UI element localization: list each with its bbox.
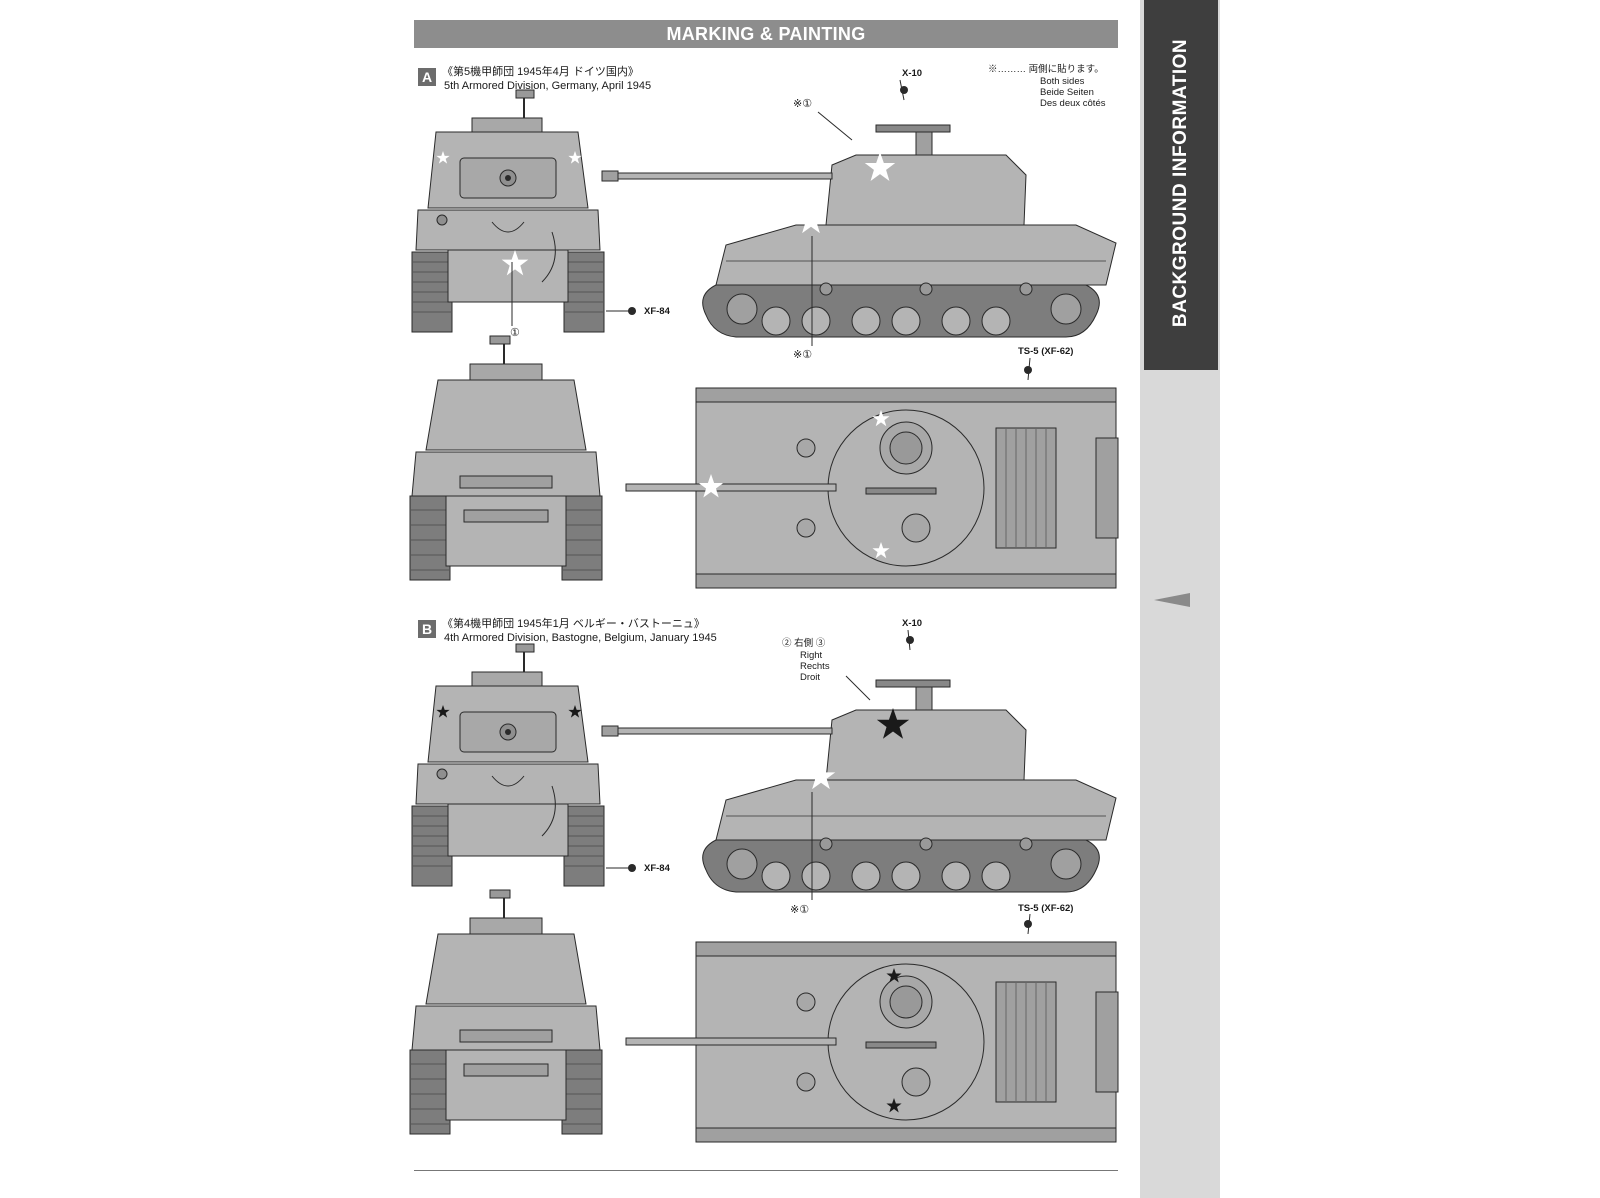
header-bar: MARKING & PAINTING bbox=[414, 20, 1118, 48]
paint-dot-icons-b bbox=[628, 636, 1032, 928]
section-a-decal-hull: ※① bbox=[793, 349, 813, 361]
section-a-paint-hull: TS-5 (XF-62) bbox=[1018, 346, 1074, 357]
section-b-title-en: 4th Armored Division, Bastogne, Belgium,… bbox=[444, 632, 717, 644]
bottom-divider bbox=[414, 1170, 1118, 1171]
section-b-rear-view bbox=[409, 889, 603, 1135]
section-a-front-view bbox=[411, 89, 605, 333]
section-b-decal-right-4: Droit bbox=[800, 672, 821, 683]
section-a-side-view bbox=[601, 124, 1117, 338]
section-a-paint-top: X-10 bbox=[902, 68, 923, 79]
page-title: MARKING & PAINTING bbox=[666, 23, 866, 44]
section-b-paint-hull: TS-5 (XF-62) bbox=[1018, 903, 1074, 914]
note-line-2: Both sides bbox=[1040, 76, 1085, 87]
section-b-title-jp: 《第4機甲師団 1945年1月 ベルギー・バストーニュ》 bbox=[442, 618, 705, 630]
arrow-left-icon bbox=[1154, 593, 1190, 607]
section-b-letter: B bbox=[418, 620, 436, 638]
section-b-decal-right-2: Right bbox=[800, 650, 823, 661]
note-line-3: Beide Seiten bbox=[1040, 87, 1094, 98]
section-b-decal-right-1: ② 右側 ③ bbox=[782, 638, 826, 649]
section-b-paint-track: XF-84 bbox=[644, 863, 670, 874]
section-b-side-view bbox=[601, 679, 1117, 893]
note-line-1: ※……… 両側に貼ります。 bbox=[988, 64, 1104, 75]
section-a-top-view bbox=[625, 387, 1119, 589]
section-b-decal-hull: ※① bbox=[790, 904, 810, 916]
section-a-title-en: 5th Armored Division, Germany, April 194… bbox=[444, 80, 652, 92]
note-line-4: Des deux côtés bbox=[1040, 98, 1106, 109]
paint-dot-icons bbox=[628, 86, 1032, 374]
section-b-top-view bbox=[625, 941, 1119, 1143]
sidebar-tab bbox=[1144, 0, 1218, 370]
section-b-front-view bbox=[411, 643, 605, 887]
section-a-rear-view bbox=[409, 335, 603, 581]
section-a-paint-track: XF-84 bbox=[644, 306, 670, 317]
section-a-decal-turret: ※① bbox=[793, 98, 813, 110]
section-b-paint-top: X-10 bbox=[902, 618, 923, 629]
section-b-decal-right-3: Rechts bbox=[800, 661, 830, 672]
section-a-decal-front: ① bbox=[510, 327, 520, 339]
section-a-title-jp: 《第5機甲師団 1945年4月 ドイツ国内》 bbox=[442, 66, 639, 78]
section-a-letter: A bbox=[418, 68, 436, 86]
